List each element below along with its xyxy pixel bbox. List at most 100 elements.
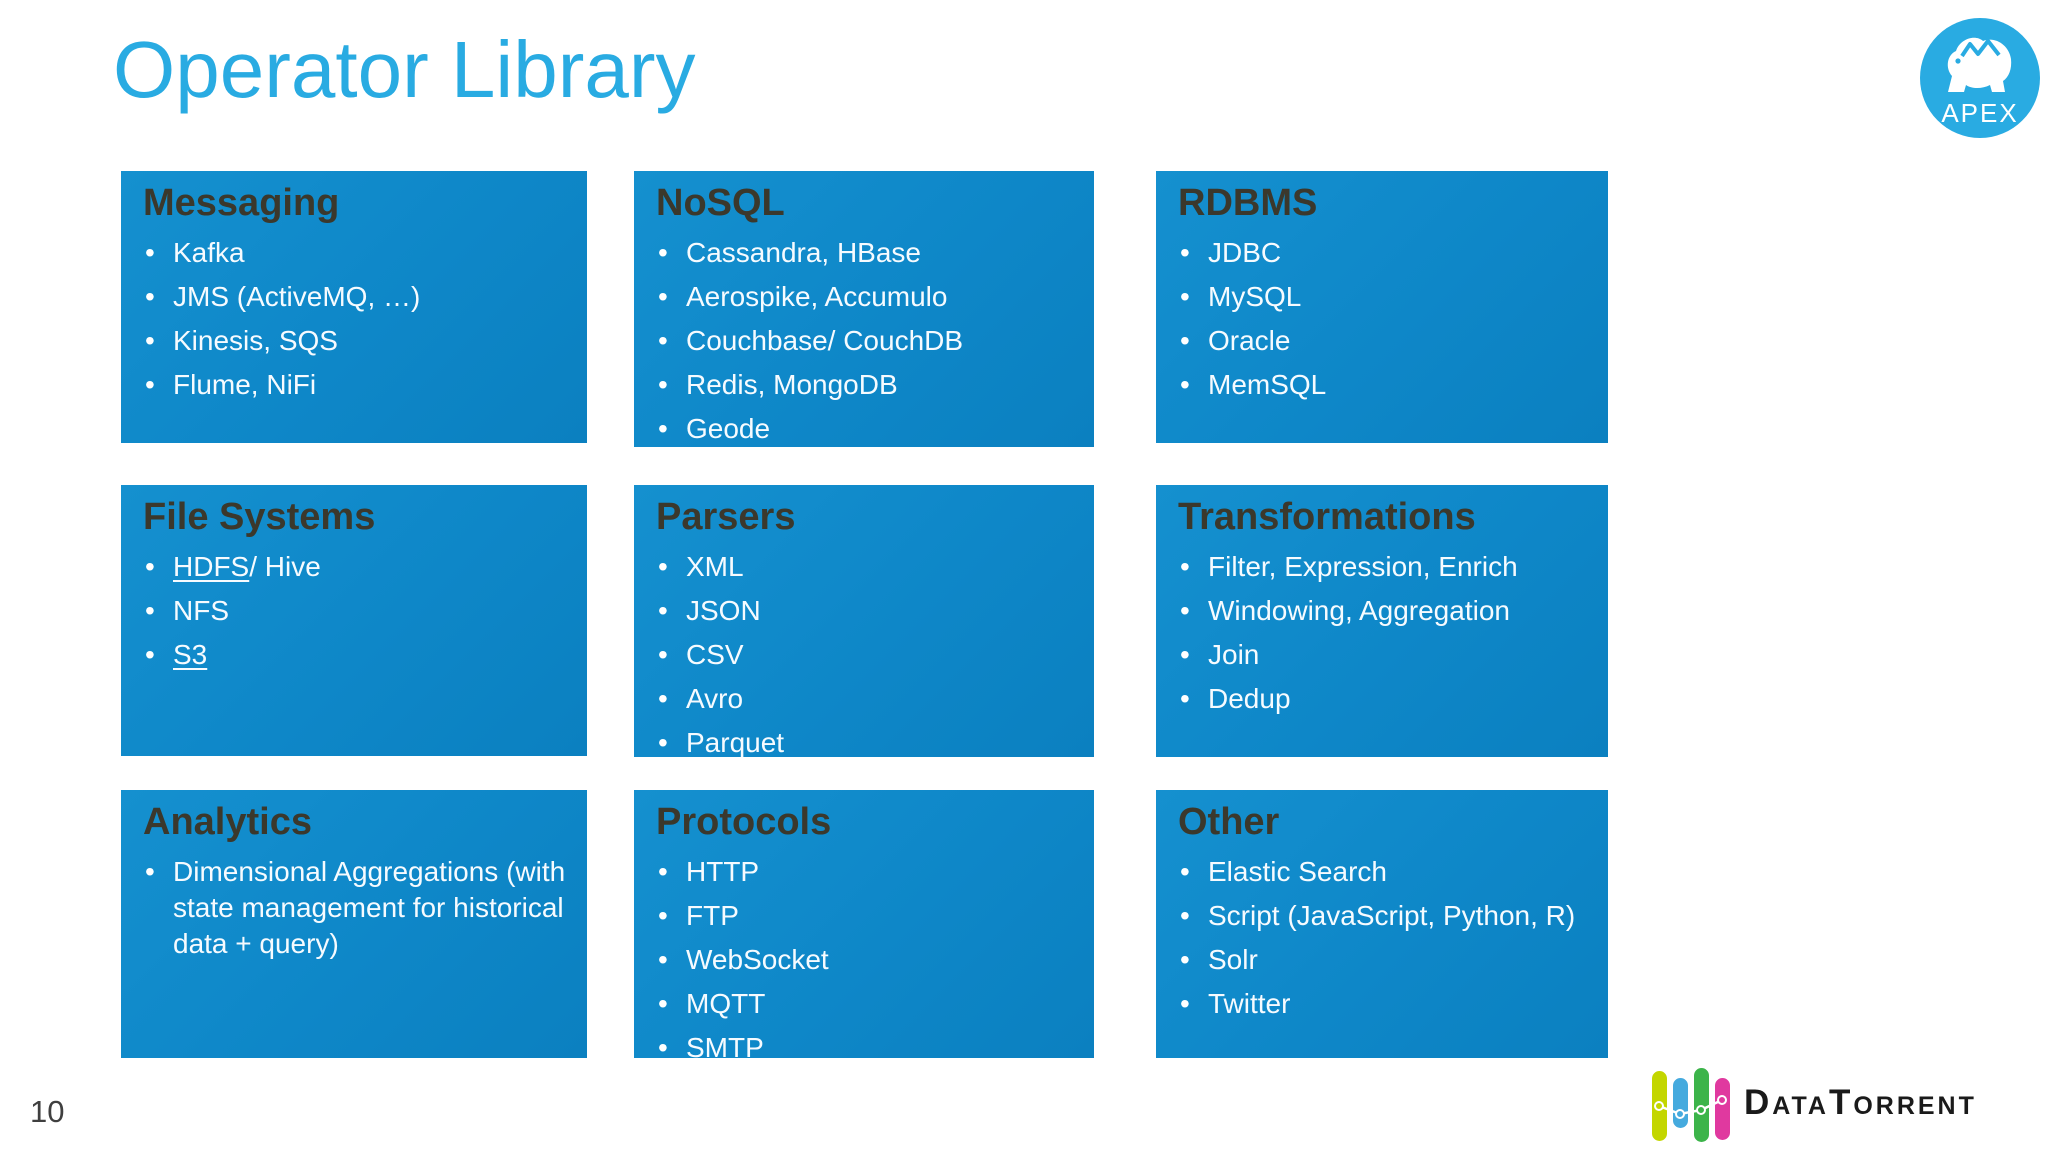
item-text: Geode xyxy=(686,413,771,444)
list-item: WebSocket xyxy=(656,942,1074,978)
item-text: Kafka xyxy=(173,237,245,268)
list-item: Geode xyxy=(656,411,1074,447)
item-text: Join xyxy=(1208,639,1260,670)
item-text: Oracle xyxy=(1208,325,1291,356)
item-text: Filter, Expression, Enrich xyxy=(1208,551,1518,582)
card-list: Dimensional Aggregations (with state man… xyxy=(143,854,567,962)
list-item: MQTT xyxy=(656,986,1074,1022)
link-hdfs[interactable]: HDFS xyxy=(173,551,250,582)
list-item: NFS xyxy=(143,593,567,629)
card-parsers: Parsers XML JSON CSV AvroParquet xyxy=(634,485,1094,757)
list-item: Windowing, Aggregation xyxy=(1178,593,1588,629)
item-text: Cassandra, HBase xyxy=(686,237,922,268)
apex-gorilla-icon: APEX xyxy=(1920,18,2040,138)
item-text: Avro xyxy=(686,683,744,714)
card-list: Cassandra, HBaseAerospike, AccumuloCouch… xyxy=(656,235,1074,447)
item-text: WebSocket xyxy=(686,944,829,975)
item-text: XML xyxy=(686,551,744,582)
list-item: Dedup xyxy=(1178,681,1588,717)
list-item: MySQL xyxy=(1178,279,1588,315)
card-messaging: Messaging KafkaJMS (ActiveMQ, …) Kinesis,… xyxy=(121,171,587,443)
list-item: Join xyxy=(1178,637,1588,673)
item-text: JSON xyxy=(686,595,761,626)
list-item: Filter, Expression, Enrich xyxy=(1178,549,1588,585)
item-text: Parquet xyxy=(686,727,785,757)
card-list: KafkaJMS (ActiveMQ, …) Kinesis, SQS Flume,… xyxy=(143,235,567,403)
list-item: FTP xyxy=(656,898,1074,934)
item-text: Aerospike, Accumulo xyxy=(686,281,948,312)
page-number: 10 xyxy=(30,1094,65,1129)
datatorrent-logo: DataTorrent xyxy=(1648,1062,2028,1146)
list-item: Oracle xyxy=(1178,323,1588,359)
list-item: Redis, MongoDB xyxy=(656,367,1074,403)
card-list: HDFS/ HiveNFS S3 xyxy=(143,549,567,673)
item-text: JDBC xyxy=(1208,237,1282,268)
card-title: Messaging xyxy=(143,182,340,224)
item-text: MySQL xyxy=(1208,281,1302,312)
list-item: JMS (ActiveMQ, …) xyxy=(143,279,567,315)
list-item: Solr xyxy=(1178,942,1588,978)
item-text: Couchbase/ CouchDB xyxy=(686,325,964,356)
card-rdbms: RDBMS JDBC MySQL OracleMemSQL xyxy=(1156,171,1608,443)
card-title: Transformations xyxy=(1178,496,1476,538)
list-item: Parquet xyxy=(656,725,1074,757)
list-item: Cassandra, HBase xyxy=(656,235,1074,271)
list-item: SMTP xyxy=(656,1030,1074,1058)
item-text: MemSQL xyxy=(1208,369,1327,400)
item-text: FTP xyxy=(686,900,739,931)
list-item: HDFS/ Hive xyxy=(143,549,567,585)
card-title: File Systems xyxy=(143,496,376,538)
list-item: Kinesis, SQS xyxy=(143,323,567,359)
item-text: JMS (ActiveMQ, …) xyxy=(173,281,421,312)
item-text: NFS xyxy=(173,595,229,626)
card-list: HTTP FTP WebSocketMQTT SMTP xyxy=(656,854,1074,1058)
card-transformations: Transformations Filter, Expression, Enri… xyxy=(1156,485,1608,757)
item-text: Flume, NiFi xyxy=(173,369,317,400)
datatorrent-wordmark: DataTorrent xyxy=(1744,1082,1977,1122)
list-item: CSV xyxy=(656,637,1074,673)
card-title: NoSQL xyxy=(656,182,785,224)
item-text: Dimensional Aggregations (with state man… xyxy=(173,856,566,959)
card-protocols: Protocols HTTP FTP WebSocketMQTT SMTP xyxy=(634,790,1094,1058)
list-item: S3 xyxy=(143,637,567,673)
card-title: Protocols xyxy=(656,801,832,843)
item-text: Redis, MongoDB xyxy=(686,369,898,400)
card-other: Other Elastic SearchScript (JavaScript, … xyxy=(1156,790,1608,1058)
list-item: JSON xyxy=(656,593,1074,629)
list-item: Flume, NiFi xyxy=(143,367,567,403)
item-text: Kinesis, SQS xyxy=(173,325,338,356)
list-item: Elastic Search xyxy=(1178,854,1588,890)
card-title: Other xyxy=(1178,801,1280,843)
card-title: Analytics xyxy=(143,801,312,843)
list-item: Twitter xyxy=(1178,986,1588,1022)
list-item: MemSQL xyxy=(1178,367,1588,403)
item-text: MQTT xyxy=(686,988,766,1019)
item-text: Script (JavaScript, Python, R) xyxy=(1208,900,1576,931)
card-list: JDBC MySQL OracleMemSQL xyxy=(1178,235,1588,403)
list-item: XML xyxy=(656,549,1074,585)
item-text: Dedup xyxy=(1208,683,1291,714)
item-text: / Hive xyxy=(249,551,321,582)
list-item: Dimensional Aggregations (with state man… xyxy=(143,854,567,962)
item-text: Twitter xyxy=(1208,988,1291,1019)
item-text: HTTP xyxy=(686,856,760,887)
card-list: Filter, Expression, EnrichWindowing, Agg… xyxy=(1178,549,1588,717)
apex-logo: APEX xyxy=(1918,16,2042,140)
list-item: Script (JavaScript, Python, R) xyxy=(1178,898,1588,934)
datatorrent-bars-icon xyxy=(1652,1068,1730,1142)
card-list: XML JSON CSV AvroParquet xyxy=(656,549,1074,757)
list-item: Aerospike, Accumulo xyxy=(656,279,1074,315)
list-item: Avro xyxy=(656,681,1074,717)
link-s3[interactable]: S3 xyxy=(173,639,208,670)
list-item: Kafka xyxy=(143,235,567,271)
list-item: Couchbase/ CouchDB xyxy=(656,323,1074,359)
item-text: CSV xyxy=(686,639,744,670)
card-title: Parsers xyxy=(656,496,796,538)
card-title: RDBMS xyxy=(1178,182,1318,224)
item-text: SMTP xyxy=(686,1032,764,1058)
card-list: Elastic SearchScript (JavaScript, Python… xyxy=(1178,854,1588,1022)
item-text: Elastic Search xyxy=(1208,856,1387,887)
card-file-systems: File Systems HDFS/ HiveNFS S3 xyxy=(121,485,587,756)
